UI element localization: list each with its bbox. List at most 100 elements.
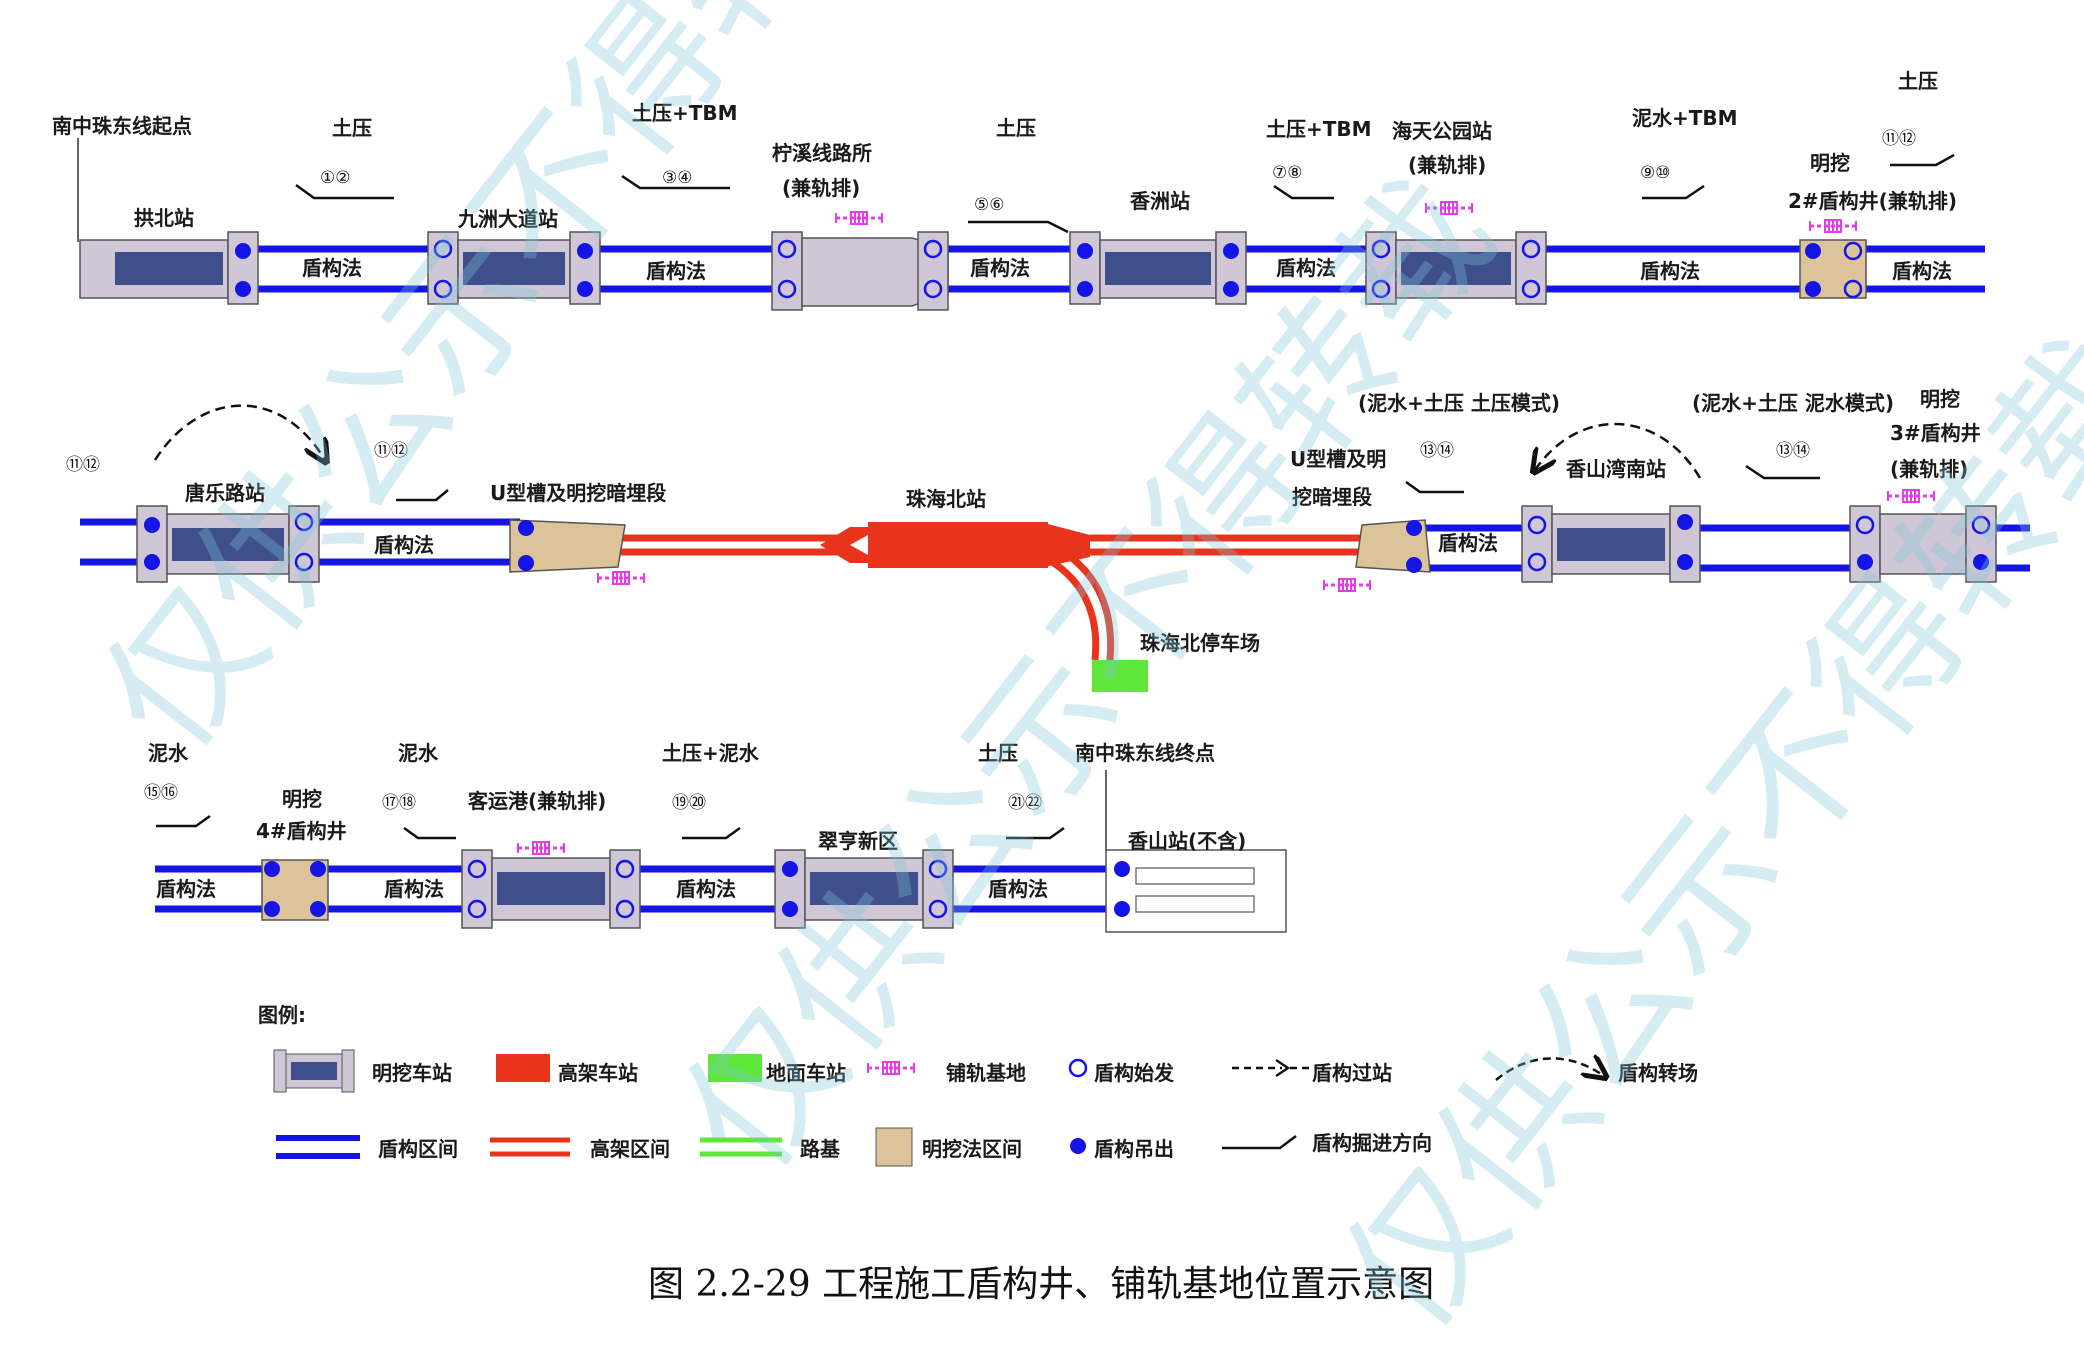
start-label: 南中珠东线起点 bbox=[52, 114, 192, 138]
station-keyun bbox=[461, 840, 641, 929]
direction-arrow bbox=[621, 174, 730, 190]
direction-arrow bbox=[1890, 153, 1955, 167]
u-trough-right-label-1: U型槽及明 bbox=[1290, 447, 1386, 471]
legend-shield-pass-icon bbox=[1232, 1058, 1310, 1078]
station-keyun-label: 客运港(兼轨排) bbox=[467, 789, 606, 813]
direction-arrow bbox=[403, 826, 456, 840]
method-label: 土压 bbox=[996, 116, 1036, 140]
station-jiuzhou bbox=[427, 231, 601, 305]
figure-caption: 图 2.2-29 工程施工盾构井、铺轨基地位置示意图 bbox=[648, 1264, 1434, 1305]
legend-shield-lift-label: 盾构吊出 bbox=[1094, 1137, 1174, 1161]
legend-elevated-station-icon bbox=[496, 1054, 550, 1082]
station-ningxi bbox=[771, 210, 949, 311]
tunnel-label: 盾构法 bbox=[646, 259, 706, 283]
segment-numbers: ⑪⑫ bbox=[66, 455, 100, 475]
legend-shield-transfer-icon bbox=[1495, 1058, 1604, 1080]
legend-roadbed-icon bbox=[700, 1137, 782, 1157]
direction-arrow bbox=[1745, 464, 1820, 480]
segment-numbers: ⑦⑧ bbox=[1272, 163, 1302, 183]
shaft-4-top: 明挖 bbox=[282, 787, 322, 811]
tunnel-label: 盾构法 bbox=[374, 533, 434, 557]
depot-connector bbox=[1038, 536, 1115, 661]
tunnel-label: 盾构法 bbox=[1892, 259, 1952, 283]
tunnel-label: 盾构法 bbox=[1640, 259, 1700, 283]
method-label: 泥水 bbox=[398, 741, 439, 765]
shaft-3 bbox=[1849, 488, 1997, 583]
station-tangle-label: 唐乐路站 bbox=[185, 481, 265, 505]
legend-open-station-label: 明挖车站 bbox=[372, 1061, 452, 1085]
legend-shield-pass-label: 盾构过站 bbox=[1312, 1061, 1392, 1085]
row-3: 泥水 ⑮⑯ 明挖 4#盾构井 泥水 ⑰⑱ 客运港(兼轨排) bbox=[144, 741, 1287, 933]
segment-numbers: ⑬⑭ bbox=[1420, 441, 1454, 461]
shaft-4 bbox=[261, 859, 329, 921]
segment-numbers: ③④ bbox=[662, 168, 692, 188]
segment-numbers: ⑰⑱ bbox=[382, 793, 416, 813]
row-1: 南中珠东线起点 拱北站 九洲大道站 bbox=[52, 69, 1985, 311]
shaft-3-label: 3#盾构井 bbox=[1890, 421, 1981, 445]
station-zhuhai-north bbox=[820, 522, 1090, 568]
tunnel-label: 盾构法 bbox=[302, 256, 362, 280]
segment-numbers: ⑮⑯ bbox=[144, 783, 178, 803]
direction-arrow bbox=[1006, 826, 1065, 840]
segment-numbers: ⑬⑭ bbox=[1776, 441, 1810, 461]
watermark-text: 仅供公示不得转载 bbox=[71, 0, 947, 782]
shaft-2-top: 明挖 bbox=[1810, 151, 1850, 175]
direction-arrow bbox=[682, 826, 741, 840]
shaft-2-label: 2#盾构井(兼轨排) bbox=[1788, 189, 1957, 213]
segment-numbers: ⑪⑫ bbox=[1882, 129, 1916, 149]
elevated-section bbox=[620, 534, 1362, 556]
u-trough-right-label-2: 挖暗埋段 bbox=[1292, 485, 1372, 509]
method-label: 土压 bbox=[332, 116, 372, 140]
station-xiangzhou-label: 香洲站 bbox=[1130, 189, 1190, 213]
method-label: 泥水 bbox=[148, 741, 189, 765]
legend-open-station-icon bbox=[273, 1049, 355, 1093]
method-label: 泥水+TBM bbox=[1632, 106, 1738, 130]
tunnel-label: 盾构法 bbox=[970, 256, 1030, 280]
station-jiuzhou-label: 九洲大道站 bbox=[457, 207, 558, 231]
method-label: 土压+泥水 bbox=[662, 741, 760, 765]
shaft-2 bbox=[1799, 218, 1867, 299]
legend: 图例: 明挖车站 高架车站 地面车站 铺轨基地 盾构始发 盾构过站 盾构转场 bbox=[258, 1003, 1698, 1167]
station-cuiheng bbox=[774, 849, 954, 929]
method-label: (泥水+土压 土压模式) bbox=[1358, 391, 1560, 415]
u-trough-left-label: U型槽及明挖暗埋段 bbox=[490, 481, 666, 505]
method-label: 土压 bbox=[1898, 69, 1938, 93]
legend-shield-launch-label: 盾构始发 bbox=[1094, 1061, 1175, 1085]
tunnel-label: 盾构法 bbox=[988, 877, 1048, 901]
shield-transfer-arc bbox=[153, 404, 325, 460]
shaft-3-sub: (兼轨排) bbox=[1890, 457, 1968, 481]
method-label: (泥水+土压 泥水模式) bbox=[1692, 391, 1894, 415]
depot-label: 珠海北停车场 bbox=[1140, 631, 1260, 655]
row-2: 珠海北站 珠海北停车场 ⑪⑫ 唐乐路站 ⑪⑫ 盾构法 bbox=[66, 387, 2030, 692]
u-trough-left bbox=[509, 519, 646, 586]
station-ningxi-sub: (兼轨排) bbox=[782, 176, 860, 200]
legend-elevated-section-label: 高架区间 bbox=[590, 1137, 670, 1161]
method-label: 土压+TBM bbox=[632, 101, 738, 125]
legend-elevated-station-label: 高架车站 bbox=[558, 1061, 638, 1085]
legend-shield-section-icon bbox=[276, 1135, 360, 1159]
station-xiangzhou bbox=[1069, 231, 1247, 305]
shaft-3-top: 明挖 bbox=[1920, 387, 1960, 411]
station-gongbei bbox=[79, 231, 259, 305]
direction-arrow bbox=[295, 183, 394, 200]
station-xiangshanwan bbox=[1521, 505, 1701, 583]
tunnel-label: 盾构法 bbox=[384, 877, 444, 901]
direction-arrow bbox=[1273, 184, 1334, 200]
legend-shield-transfer-label: 盾构转场 bbox=[1618, 1061, 1698, 1085]
legend-title: 图例: bbox=[258, 1003, 306, 1027]
station-cuiheng-label: 翠亨新区 bbox=[818, 829, 898, 853]
legend-shield-lift-icon bbox=[1070, 1138, 1086, 1154]
legend-shield-direction-label: 盾构掘进方向 bbox=[1312, 1131, 1432, 1155]
shield-transfer-arc bbox=[1535, 422, 1702, 478]
legend-shield-section-label: 盾构区间 bbox=[378, 1137, 458, 1161]
legend-shield-direction-icon bbox=[1222, 1135, 1297, 1150]
segment-numbers: ⑪⑫ bbox=[374, 441, 408, 461]
segment-numbers: ⑤⑥ bbox=[974, 195, 1004, 215]
direction-arrow bbox=[1642, 184, 1705, 200]
legend-elevated-section-icon bbox=[490, 1137, 570, 1157]
legend-shield-launch-icon bbox=[1068, 1058, 1088, 1078]
station-gongbei-label: 拱北站 bbox=[134, 206, 194, 230]
legend-track-base-label: 铺轨基地 bbox=[946, 1061, 1026, 1085]
legend-open-section-icon bbox=[875, 1127, 913, 1167]
direction-arrow bbox=[968, 220, 1069, 234]
